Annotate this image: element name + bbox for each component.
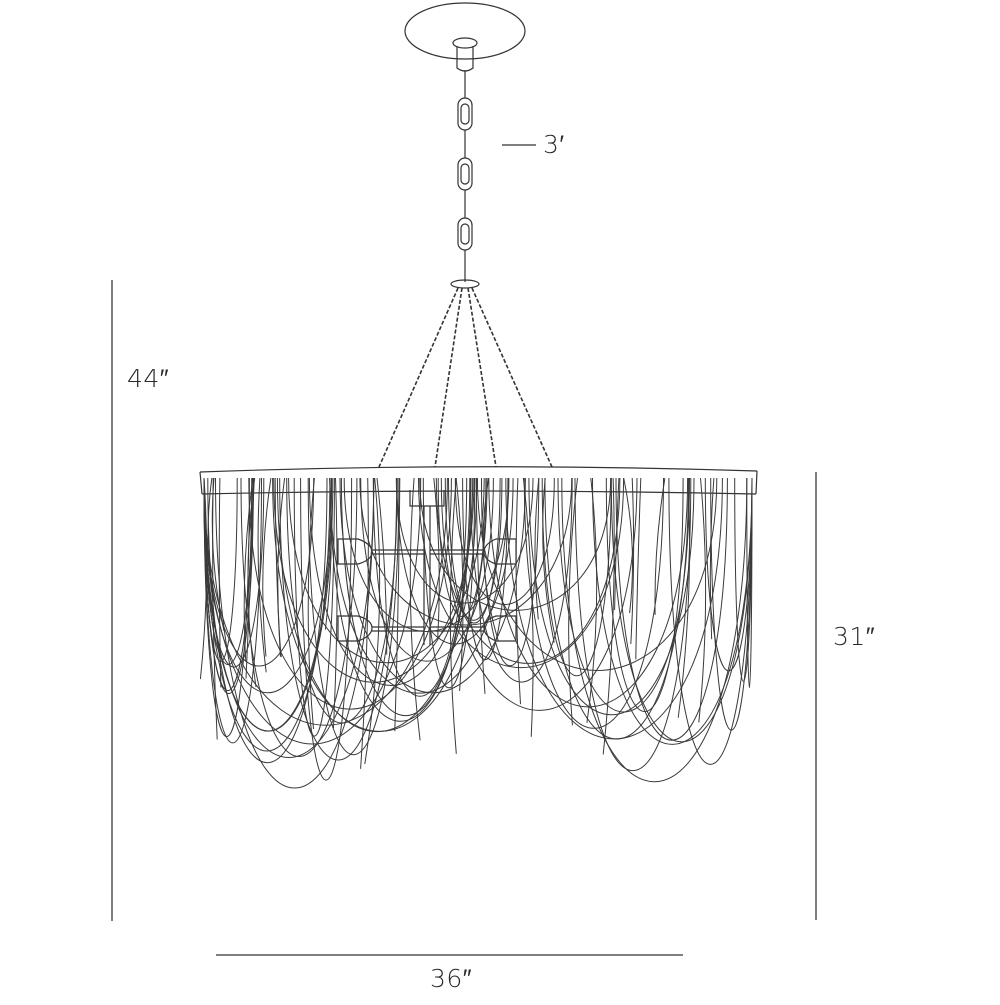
hanging-strand bbox=[433, 477, 440, 639]
hanging-strand bbox=[360, 477, 369, 769]
hanging-strand bbox=[534, 477, 540, 620]
hanging-strand bbox=[333, 477, 338, 729]
draped-strand bbox=[440, 477, 638, 711]
hanging-strand bbox=[568, 477, 578, 726]
draped-strand bbox=[293, 477, 335, 737]
hanging-strand bbox=[218, 477, 222, 688]
draped-strand bbox=[448, 477, 501, 624]
draped-strand bbox=[561, 477, 748, 783]
draped-strand bbox=[454, 477, 555, 605]
hanging-strand bbox=[245, 477, 255, 679]
draped-strand bbox=[422, 477, 476, 688]
draped-strand bbox=[372, 477, 468, 697]
draped-strand bbox=[215, 477, 375, 789]
draped-strand bbox=[203, 477, 422, 745]
draped-strand bbox=[605, 477, 684, 712]
draped-strand bbox=[203, 477, 375, 758]
suspension-chain-icon bbox=[450, 70, 480, 289]
draped-strand bbox=[276, 477, 478, 733]
draped-strand bbox=[592, 477, 753, 745]
hanging-strand bbox=[654, 477, 666, 615]
hanging-strand bbox=[257, 477, 267, 673]
hanging-strand bbox=[207, 477, 214, 603]
hanging-strand bbox=[586, 477, 598, 723]
draped-strand bbox=[469, 477, 573, 683]
body-height-label: 31″ bbox=[833, 622, 876, 651]
draped-strand bbox=[418, 477, 625, 668]
hanging-strand bbox=[698, 477, 707, 723]
hanging-strand bbox=[515, 477, 521, 705]
hanging-strand bbox=[274, 477, 281, 657]
support-chains-icon bbox=[378, 287, 553, 468]
hanging-strand bbox=[475, 477, 486, 694]
hanging-strand bbox=[614, 477, 620, 611]
draped-strand bbox=[574, 477, 692, 772]
width-label: 36″ bbox=[430, 964, 473, 993]
hanging-strand bbox=[709, 477, 715, 640]
hanging-strand bbox=[394, 477, 401, 732]
hanging-strand bbox=[623, 477, 633, 614]
draped-chains-icon bbox=[199, 477, 753, 789]
hanging-strand bbox=[364, 477, 381, 765]
hanging-strand bbox=[409, 477, 421, 741]
hanging-strand bbox=[542, 477, 555, 643]
draped-strand bbox=[307, 477, 400, 755]
draped-strand bbox=[248, 477, 452, 710]
hanging-strand bbox=[243, 477, 254, 662]
chain-length-label: 3′ bbox=[543, 130, 565, 159]
draped-strand bbox=[435, 477, 621, 664]
hanging-strand bbox=[199, 477, 208, 680]
draped-strand bbox=[476, 477, 718, 672]
hanging-strand bbox=[482, 477, 499, 642]
hanging-strand bbox=[247, 477, 257, 688]
draped-strand bbox=[528, 477, 695, 715]
dimension-lines bbox=[111, 144, 817, 956]
draped-strand bbox=[444, 477, 503, 621]
draped-strand bbox=[505, 477, 723, 740]
hanging-strand bbox=[262, 477, 272, 657]
draped-strand bbox=[704, 477, 753, 672]
draped-strand bbox=[288, 477, 485, 663]
hanging-strand bbox=[455, 477, 464, 692]
draped-strand bbox=[240, 477, 358, 757]
draped-strand bbox=[610, 477, 753, 743]
hanging-strand bbox=[307, 477, 315, 730]
draped-strand bbox=[203, 477, 315, 667]
draped-strand bbox=[419, 477, 612, 611]
hanging-strand bbox=[677, 477, 691, 718]
draped-strand bbox=[343, 477, 510, 632]
overall-height-label: 44″ bbox=[127, 364, 170, 393]
hanging-strand bbox=[376, 477, 388, 655]
draped-strand bbox=[668, 477, 753, 765]
draped-strand bbox=[395, 477, 534, 604]
hanging-strand bbox=[211, 477, 225, 632]
hanging-strand bbox=[630, 477, 635, 645]
hanging-strand bbox=[324, 477, 332, 630]
hanging-strand bbox=[449, 477, 457, 754]
hanging-strand bbox=[522, 477, 534, 737]
hanging-strand bbox=[635, 477, 642, 660]
hanging-strand bbox=[602, 477, 615, 755]
draped-strand bbox=[541, 477, 612, 676]
draped-strand bbox=[339, 477, 526, 694]
draped-strand bbox=[203, 477, 262, 744]
canopy-icon bbox=[404, 2, 526, 72]
draped-strand bbox=[308, 477, 474, 686]
draped-strand bbox=[329, 477, 509, 694]
draped-strand bbox=[396, 477, 514, 645]
draped-strand bbox=[286, 477, 398, 724]
